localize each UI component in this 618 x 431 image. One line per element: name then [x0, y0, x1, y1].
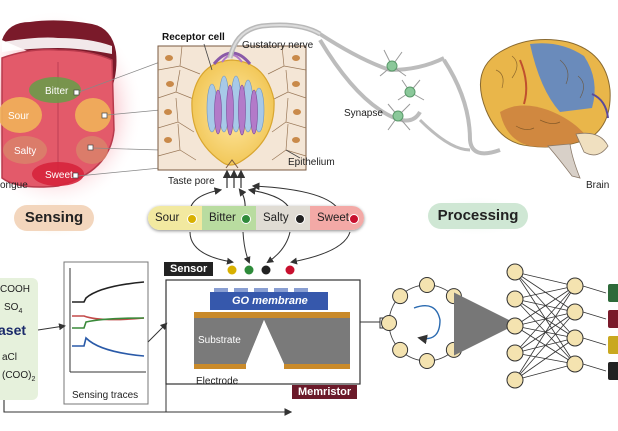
nn-edge — [514, 337, 576, 381]
go-membrane-label: GO membrane — [232, 295, 308, 307]
taste-category-bar: Sour Bitter Salty Sweet — [148, 206, 364, 230]
taste-chip-salty-dot — [295, 214, 305, 224]
tongue-label-sweet: Sweet — [45, 170, 73, 181]
taste-pore-label: Taste pore — [168, 176, 215, 187]
taste-bud-illustration — [157, 22, 341, 213]
nn-edge — [514, 325, 576, 365]
reservoir-node — [392, 341, 409, 358]
nn-node — [506, 290, 524, 308]
taste-chip-salty-label: Salty — [263, 212, 289, 224]
nn-edge — [514, 298, 576, 313]
nn-node — [566, 303, 584, 321]
nn-edge — [514, 271, 576, 287]
tongue-illustration: Bitter Sour Salty Sweet — [0, 10, 161, 210]
brain-label: Brain — [586, 180, 610, 191]
brain-illustration — [479, 39, 611, 179]
nn-node — [566, 355, 584, 373]
memristor-tag: Memristor — [292, 385, 358, 399]
nn-node — [506, 344, 524, 362]
reservoir-node — [419, 353, 435, 369]
gustatory-nerve-label: Gustatory nerve — [242, 40, 314, 51]
substrate-label: Substrate — [198, 335, 241, 346]
dataset-panel — [0, 278, 38, 400]
reservoir-node — [381, 315, 397, 331]
reservoir-node — [445, 288, 462, 305]
nn-edge — [514, 311, 576, 381]
taste-chip-bitter-dot — [241, 214, 251, 224]
taste-chip-salty: Salty — [256, 206, 310, 230]
taste-chip-sweet-dot — [349, 214, 359, 224]
tongue-label-bitter: Bitter — [45, 86, 69, 97]
synapse-label: Synapse — [344, 108, 383, 119]
neural-network-edges — [514, 271, 607, 381]
nerve-pathway — [318, 32, 501, 156]
nn-edge — [514, 285, 576, 381]
nn-node — [506, 371, 524, 389]
dataset-item: COOH — [0, 284, 30, 295]
nn-node — [506, 317, 524, 335]
tongue-label-sour: Sour — [8, 111, 30, 122]
nn-edge — [514, 271, 576, 365]
tongue-label: ongue — [0, 180, 28, 191]
nn-edge — [514, 285, 576, 327]
reservoir-node — [457, 315, 473, 331]
electrode-label: Electrode — [196, 376, 239, 387]
tongue-label-salty: Salty — [14, 146, 36, 157]
nn-node — [566, 277, 584, 295]
nn-edge — [514, 271, 576, 339]
nn-edge — [514, 271, 576, 313]
nn-output-edge — [582, 311, 607, 320]
taste-chip-bitter-label: Bitter — [209, 212, 236, 224]
reservoir-node — [419, 277, 435, 293]
taste-chip-sour-label: Sour — [155, 212, 180, 224]
reservoir-node — [445, 341, 462, 358]
dataset-item: SO4 — [4, 302, 23, 315]
nn-edge — [514, 363, 576, 381]
epithelium-label: Epithelium — [288, 157, 335, 168]
taste-chip-sour: Sour — [148, 206, 202, 230]
nn-node — [506, 263, 524, 281]
taste-chip-bitter: Bitter — [202, 206, 256, 230]
receptor-cell-label: Receptor cell — [162, 32, 225, 43]
nn-edge — [514, 298, 576, 339]
neural-network-nodes — [506, 263, 584, 389]
nn-edge — [514, 352, 576, 365]
output-boxes — [608, 284, 618, 380]
sensing-traces-panel — [63, 261, 149, 405]
nn-output-edge — [582, 285, 607, 294]
dataset-title: aset — [0, 322, 27, 338]
nn-node — [566, 329, 584, 347]
nn-output-edge — [582, 363, 607, 372]
taste-chip-sweet-label: Sweet — [317, 212, 349, 224]
reservoir-nodes — [381, 277, 473, 369]
processing-section-label: Processing — [428, 203, 528, 229]
taste-chip-sour-dot — [187, 214, 197, 224]
sensing-section-label: Sensing — [14, 205, 94, 231]
nn-edge — [514, 298, 576, 365]
reservoir-node — [392, 288, 409, 305]
sensor-device — [165, 279, 380, 412]
nn-output-edge — [582, 337, 607, 346]
nn-edge — [514, 285, 576, 300]
taste-chip-sweet: Sweet — [310, 206, 364, 230]
dataset-item: (COO)2 — [2, 370, 36, 383]
taste-indicator-dots — [189, 231, 351, 275]
dataset-item: aCl — [2, 352, 18, 363]
sensor-tag: Sensor — [164, 262, 214, 276]
nn-edge — [514, 285, 576, 354]
sensing-traces-label: Sensing traces — [72, 390, 139, 401]
nn-edge — [514, 325, 576, 339]
